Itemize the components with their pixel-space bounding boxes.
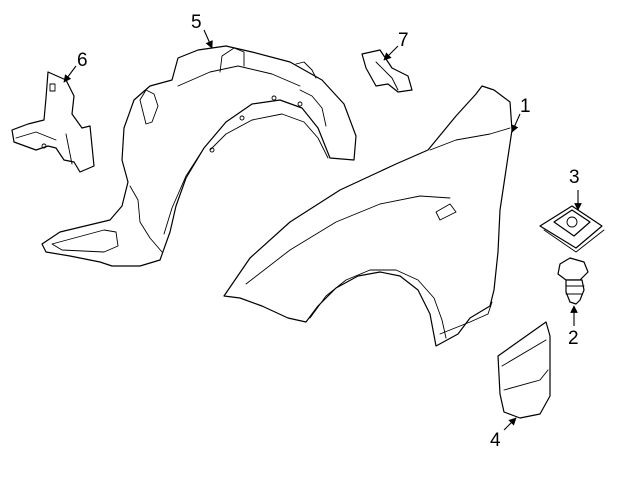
clip-nut-part xyxy=(539,205,605,253)
callout-5: 5 xyxy=(191,12,213,49)
callout-3: 3 xyxy=(569,167,582,211)
callout-1: 1 xyxy=(511,96,531,133)
callout-1-leader xyxy=(511,113,521,133)
callout-2: 2 xyxy=(568,305,579,349)
callout-6-label: 6 xyxy=(77,50,88,71)
callout-2-label: 2 xyxy=(568,328,579,349)
bolt-part xyxy=(557,257,589,305)
callout-5-leader xyxy=(203,29,213,49)
callout-7-label: 7 xyxy=(398,30,409,51)
fender-liner-part xyxy=(41,45,357,267)
bracket-part xyxy=(11,71,95,173)
callout-5-label: 5 xyxy=(191,12,202,33)
callout-7: 7 xyxy=(383,30,409,61)
callout-1-label: 1 xyxy=(520,96,531,117)
callout-3-label: 3 xyxy=(569,167,580,188)
callout-4-leader xyxy=(503,417,517,431)
callout-6-leader xyxy=(63,65,77,83)
callout-4: 4 xyxy=(490,417,517,451)
fender-part xyxy=(223,85,513,347)
callout-6: 6 xyxy=(63,50,88,83)
callout-7-leader xyxy=(383,45,399,61)
callout-4-label: 4 xyxy=(490,430,501,451)
fender-liner-extension-part xyxy=(497,321,551,419)
